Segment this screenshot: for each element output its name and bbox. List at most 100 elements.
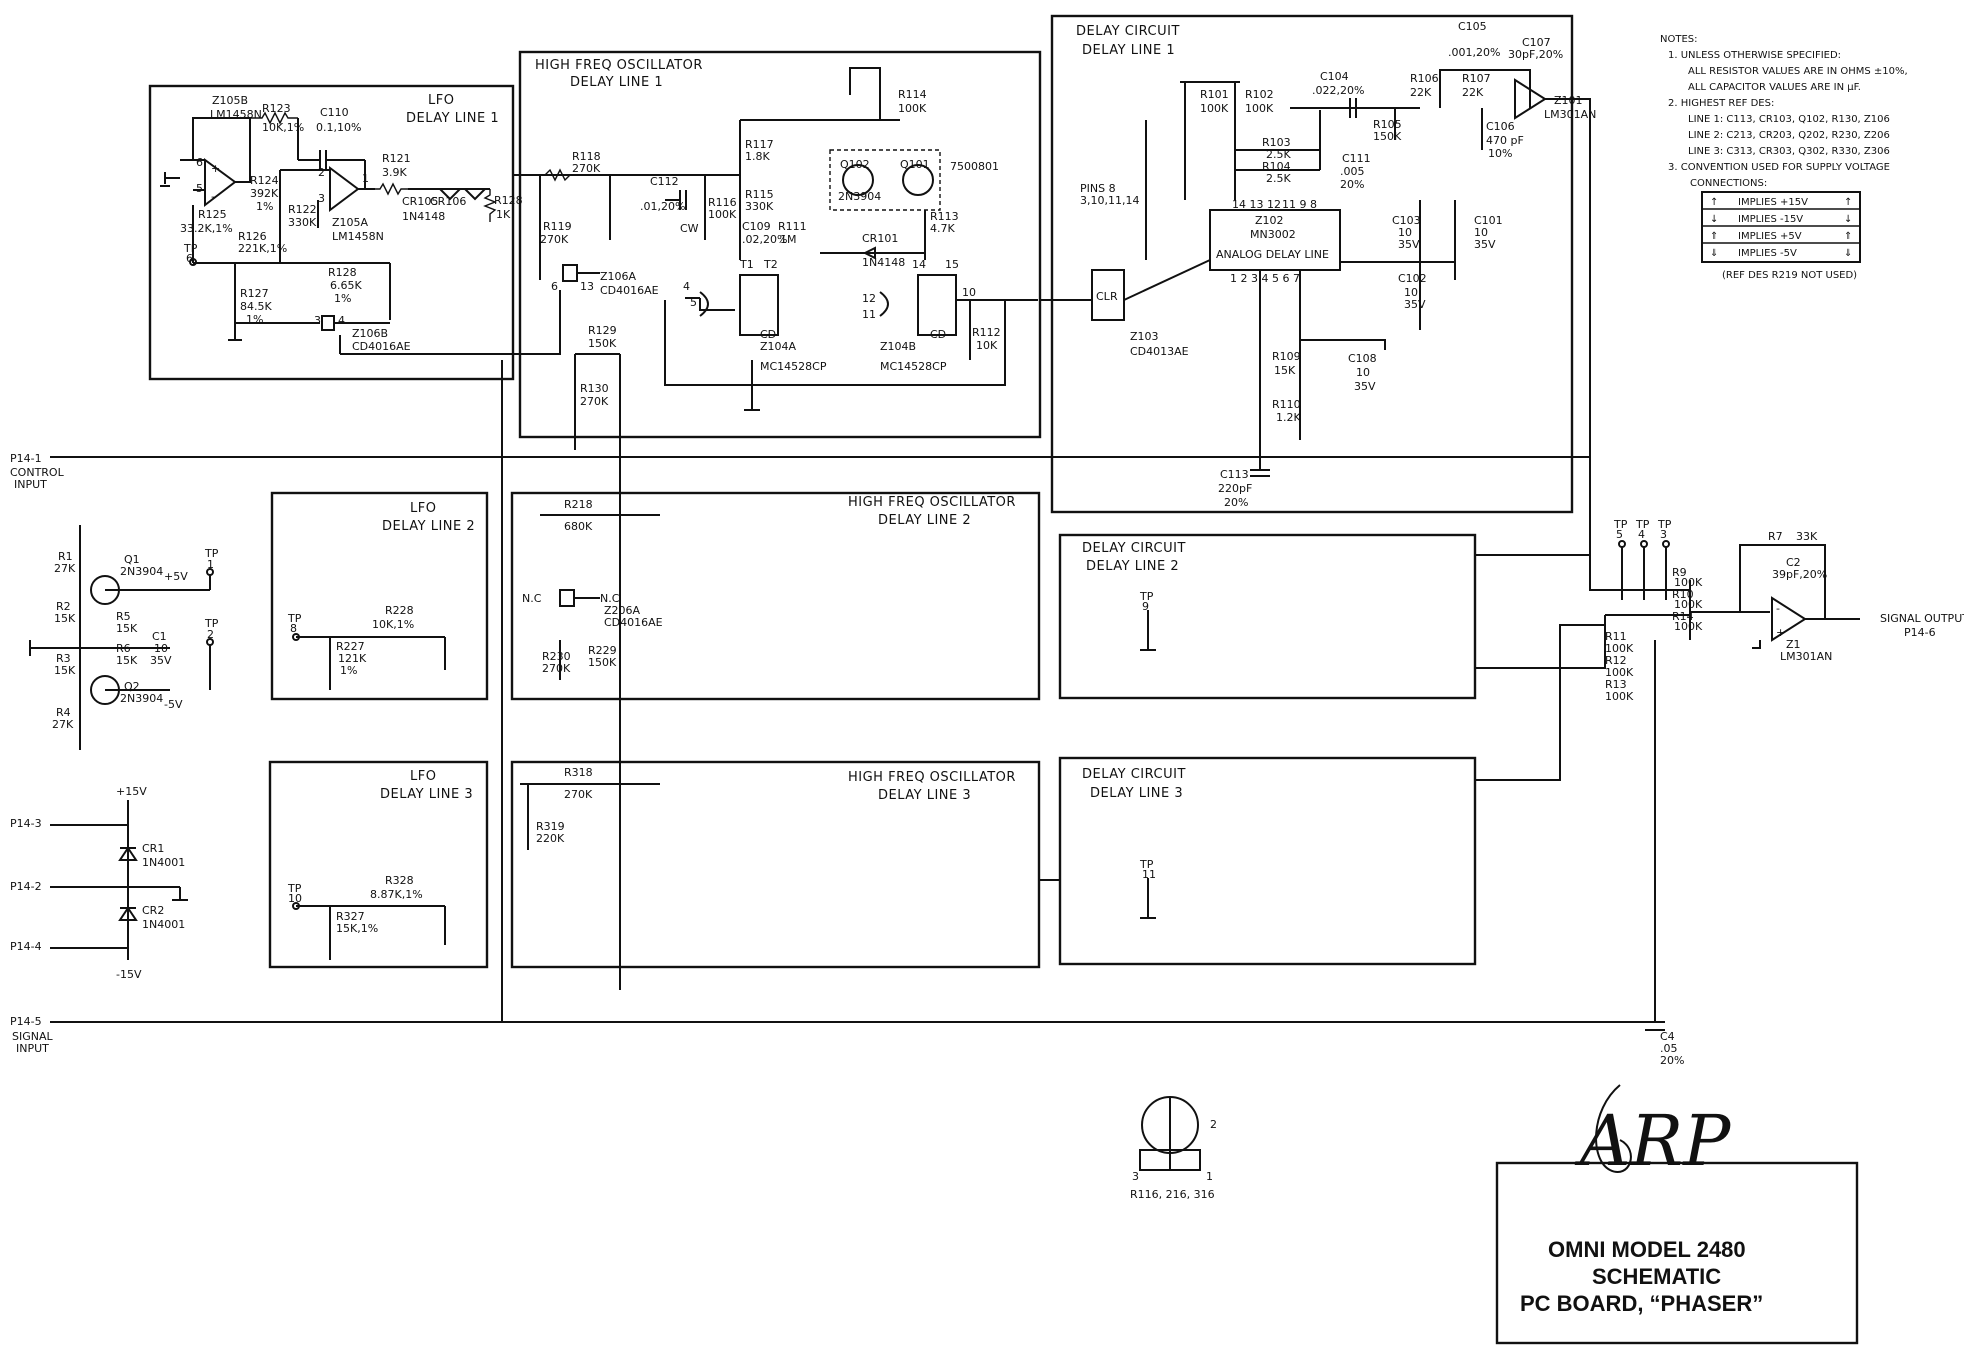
wire [1475, 615, 1606, 669]
svg-text:IMPLIES -5V: IMPLIES -5V [1738, 248, 1797, 259]
svg-text:Z105B: Z105B [212, 94, 248, 107]
svg-text:1. UNLESS OTHERWISE SPECIFIED:: 1. UNLESS OTHERWISE SPECIFIED: [1668, 50, 1841, 61]
dc2-title: DELAY CIRCUIT [1082, 541, 1186, 556]
svg-text:1%: 1% [246, 313, 263, 326]
svg-text:C104: C104 [1320, 70, 1349, 83]
svg-text:4: 4 [338, 314, 345, 327]
svg-text:P14-2: P14-2 [10, 880, 42, 893]
svg-text:13: 13 [580, 280, 594, 293]
svg-text:5: 5 [196, 182, 203, 195]
svg-text:15K: 15K [54, 664, 76, 677]
svg-text:100K: 100K [1605, 690, 1634, 703]
svg-text:R114: R114 [898, 88, 927, 101]
svg-text:22K: 22K [1410, 86, 1432, 99]
hfo1-sub: DELAY LINE 1 [570, 75, 663, 90]
svg-text:1.8K: 1.8K [745, 150, 770, 163]
svg-text:TP: TP [1139, 858, 1154, 871]
svg-text:R127: R127 [240, 287, 269, 300]
svg-text:10: 10 [1474, 226, 1488, 239]
svg-text:CONNECTIONS:: CONNECTIONS: [1690, 178, 1767, 189]
svg-text:TP: TP [204, 547, 219, 560]
svg-text:LM301AN: LM301AN [1780, 650, 1832, 663]
svg-text:LM1458N: LM1458N [210, 108, 262, 121]
svg-text:↓: ↓ [1710, 214, 1718, 225]
hfo3-title: HIGH FREQ OSCILLATOR [848, 770, 1016, 785]
svg-text:MC14528CP: MC14528CP [760, 360, 827, 373]
svg-text:1.2K: 1.2K [1276, 411, 1301, 424]
svg-text:15K,1%: 15K,1% [336, 922, 378, 935]
hfo1-box [518, 50, 1042, 439]
svg-text:LM301AN: LM301AN [1544, 108, 1596, 121]
svg-text:R116, 216, 316: R116, 216, 316 [1130, 1188, 1215, 1201]
svg-text:10: 10 [962, 286, 976, 299]
svg-text:+: + [211, 162, 220, 175]
svg-text:P14-4: P14-4 [10, 940, 42, 953]
svg-text:R107: R107 [1462, 72, 1491, 85]
svg-text:R119: R119 [543, 220, 572, 233]
notes: NOTES: 1. UNLESS OTHERWISE SPECIFIED: AL… [1660, 34, 1908, 281]
svg-text:R106: R106 [1410, 72, 1439, 85]
svg-text:Z104B: Z104B [880, 340, 916, 353]
svg-text:14 13 12: 14 13 12 [1232, 198, 1281, 211]
svg-text:R227: R227 [336, 640, 365, 653]
svg-text:.001,20%: .001,20% [1448, 46, 1500, 59]
svg-text:NOTES:: NOTES: [1660, 34, 1698, 45]
svg-text:LM1458N: LM1458N [332, 230, 384, 243]
svg-text:C2: C2 [1786, 556, 1801, 569]
svg-text:3. CONVENTION USED FOR SUPPLY: 3. CONVENTION USED FOR SUPPLY VOLTAGE [1668, 162, 1890, 173]
svg-text:C110: C110 [320, 106, 349, 119]
svg-text:P14-5: P14-5 [10, 1015, 42, 1028]
svg-text:R116: R116 [708, 196, 737, 209]
svg-text:121K: 121K [338, 652, 367, 665]
svg-text:2.5K: 2.5K [1266, 148, 1291, 161]
svg-text:R: R [1110, 290, 1118, 303]
svg-text:.02,20%: .02,20% [742, 233, 787, 246]
wire [1475, 554, 1591, 590]
svg-text:14: 14 [912, 258, 926, 271]
svg-text:CD: CD [930, 328, 946, 341]
svg-text:R129: R129 [588, 324, 617, 337]
dc1-circuit: R101 100K R102 100K R103 2.5K R104 2.5K … [1040, 20, 1596, 590]
svg-text:R112: R112 [972, 326, 1001, 339]
svg-text:Z101: Z101 [1554, 94, 1583, 107]
svg-text:27K: 27K [52, 718, 74, 731]
svg-text:TP: TP [1613, 518, 1628, 531]
svg-text:33.2K,1%: 33.2K,1% [180, 222, 233, 235]
svg-text:330K: 330K [288, 216, 317, 229]
svg-text:C102: C102 [1398, 272, 1427, 285]
svg-text:1: 1 [1206, 1170, 1213, 1183]
output-circuit: TP 5 TP 4 TP 3 R9 100K R10 100K R14 100K… [1605, 518, 1964, 1067]
svg-text:R319: R319 [536, 820, 565, 833]
svg-text:C105: C105 [1458, 20, 1487, 33]
svg-text:100K: 100K [1674, 620, 1703, 633]
svg-text:R7: R7 [1768, 530, 1783, 543]
svg-text:R12: R12 [1605, 654, 1627, 667]
svg-text:C107: C107 [1522, 36, 1551, 49]
hfo1-title: HIGH FREQ OSCILLATOR [535, 58, 703, 73]
svg-text:INPUT: INPUT [14, 478, 47, 491]
dc3-sub: DELAY LINE 3 [1090, 786, 1183, 801]
svg-text:1N4148: 1N4148 [862, 256, 905, 269]
svg-text:R13: R13 [1605, 678, 1627, 691]
svg-text:R229: R229 [588, 644, 617, 657]
svg-text:R102: R102 [1245, 88, 1274, 101]
svg-text:C112: C112 [650, 175, 679, 188]
svg-text:R123: R123 [262, 102, 291, 115]
svg-text:T1: T1 [739, 258, 754, 271]
svg-text:6: 6 [186, 252, 193, 265]
svg-text:CD4016AE: CD4016AE [604, 616, 663, 629]
svg-text:R5: R5 [116, 610, 131, 623]
svg-text:ALL RESISTOR VALUES ARE IN OHM: ALL RESISTOR VALUES ARE IN OHMS ±10%, [1688, 66, 1908, 77]
svg-text:35V: 35V [1398, 238, 1420, 251]
svg-text:22K: 22K [1462, 86, 1484, 99]
svg-text:10: 10 [288, 892, 302, 905]
svg-text:Z206A: Z206A [604, 604, 641, 617]
svg-text:.005: .005 [1340, 165, 1365, 178]
hfo1-circuit: R118 270K R119 270K Z106A CD4016AE 6 13 … [513, 67, 1038, 450]
svg-text:TP: TP [287, 612, 302, 625]
svg-text:7500801: 7500801 [950, 160, 999, 173]
svg-text:-: - [1776, 602, 1780, 615]
svg-text:680K: 680K [564, 520, 593, 533]
svg-text:84.5K: 84.5K [240, 300, 272, 313]
lfo1-sub: DELAY LINE 1 [406, 111, 499, 126]
